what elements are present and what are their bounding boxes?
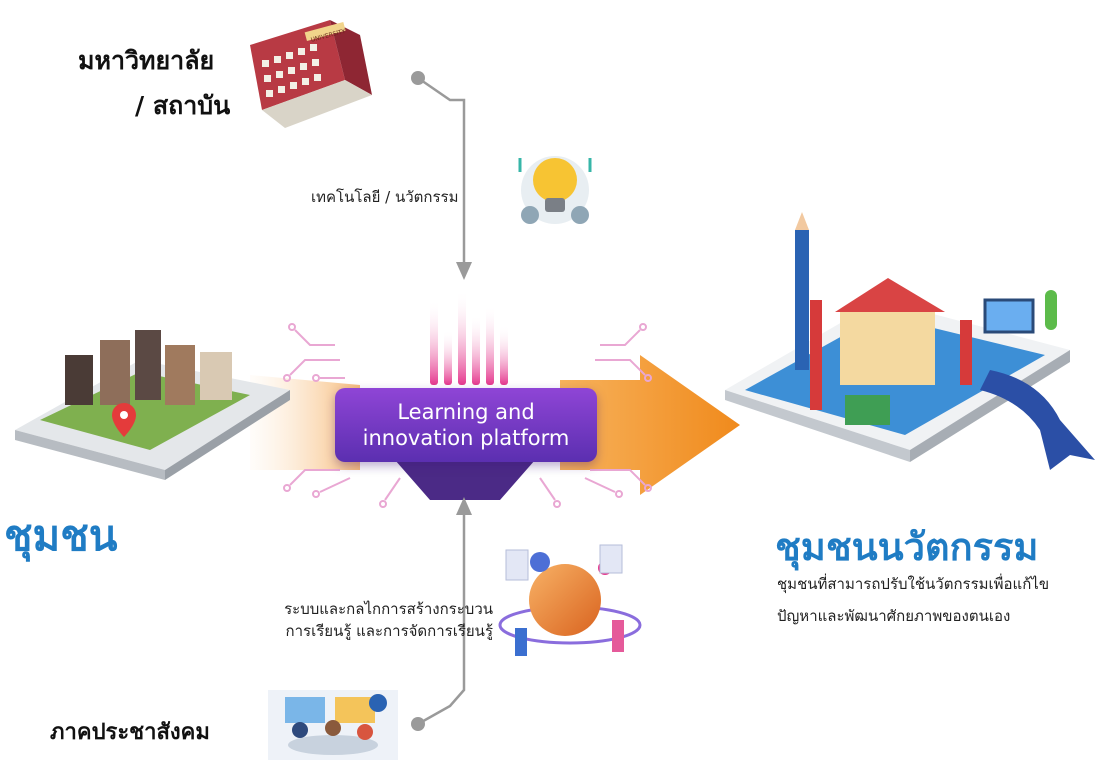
innovation-community-icon (725, 212, 1095, 470)
chip-base (395, 460, 535, 500)
platform-label-line1: Learning and (397, 400, 535, 424)
innovation-community-desc-line1: ชุมชนที่สามารถปรับใช้นวัตกรรมเพื่อแก้ไข (777, 575, 1050, 593)
civil-society-meeting-icon (268, 690, 398, 760)
connector-bottom (411, 512, 466, 731)
learning-globe-icon (498, 544, 642, 656)
learning-platform-box: Learning and innovation platform (335, 388, 597, 462)
university-building-icon (250, 20, 372, 128)
bar-decoration (430, 290, 508, 385)
university-label-line2: / สถาบัน (135, 91, 231, 120)
innovation-community-title: ชุมชนนวัตกรรม (775, 525, 1039, 569)
learning-mechanism-label-line2: การเรียนรู้ และการจัดการเรียนรู้ (285, 622, 493, 640)
arrow-down-icon (456, 262, 472, 280)
platform-label-line2: innovation platform (362, 426, 570, 450)
lightbulb-icon (518, 156, 592, 224)
university-label-line1: มหาวิทยาลัย (78, 46, 215, 75)
technology-innovation-label: เทคโนโลยี / นวัตกรรม (311, 188, 459, 206)
community-city-icon (15, 330, 290, 480)
innovation-community-desc-line2: ปัญหาและพัฒนาศักยภาพของตนเอง (777, 607, 1011, 625)
arrow-right-icon (560, 355, 740, 495)
learning-mechanism-label-line1: ระบบและกลไกการสร้างกระบวน (284, 600, 493, 618)
community-title: ชุมชน (4, 511, 118, 560)
arrow-up-icon (456, 497, 472, 515)
circuit-lines (283, 323, 652, 508)
connector-top (411, 71, 466, 265)
civil-society-label: ภาคประชาสังคม (50, 720, 210, 745)
